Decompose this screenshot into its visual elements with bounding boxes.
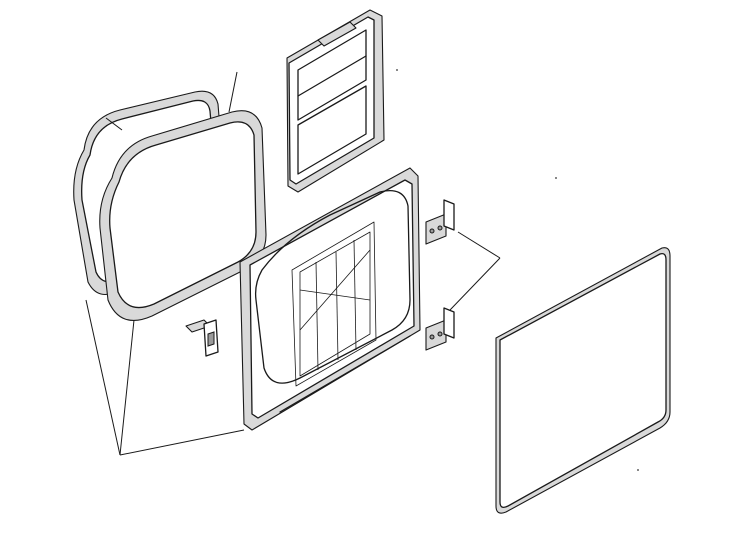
door-hinge-upper [425,199,455,245]
lint-filter [286,9,385,193]
inner-door-frame [239,167,421,431]
outer-door-panel [495,247,671,514]
door-hinge-lower [425,307,455,351]
stray-marks [396,69,639,471]
door-catch [185,319,219,357]
leader-lines [85,71,501,456]
door-gasket-inner [99,110,267,321]
